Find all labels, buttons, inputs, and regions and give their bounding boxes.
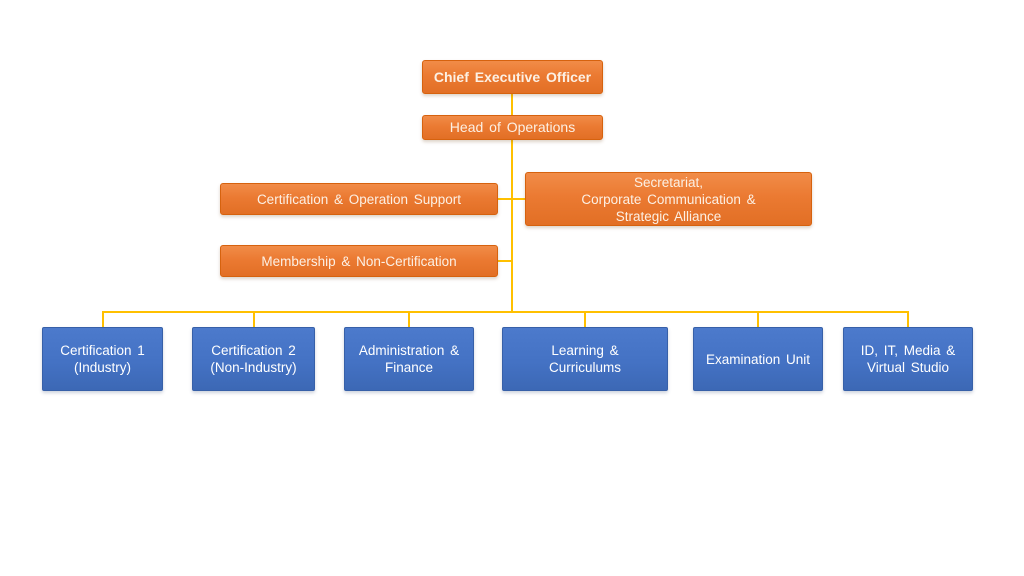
node-chief-executive-officer: Chief Executive Officer xyxy=(422,60,603,94)
node-membership-non-certification: Membership & Non-Certification xyxy=(220,245,498,277)
node-examination-unit: Examination Unit xyxy=(693,327,823,391)
connector-drop-certification2 xyxy=(253,311,255,327)
node-head-of-operations: Head of Operations xyxy=(422,115,603,140)
connector-drop-examination xyxy=(757,311,759,327)
node-id-it-media-virtual-studio: ID, IT, Media & Virtual Studio xyxy=(843,327,973,391)
connector-rail xyxy=(102,311,909,313)
connector-drop-admin-finance xyxy=(408,311,410,327)
connector-ceo-to-head xyxy=(511,94,513,115)
node-certification-1-industry: Certification 1 (Industry) xyxy=(42,327,163,391)
node-certification-2-non-industry: Certification 2 (Non-Industry) xyxy=(192,327,315,391)
connector-drop-id-it-media xyxy=(907,311,909,327)
node-certification-operation-support: Certification & Operation Support xyxy=(220,183,498,215)
connector-drop-learning xyxy=(584,311,586,327)
connector-drop-certification1 xyxy=(102,311,104,327)
connector-head-to-rail xyxy=(511,140,513,312)
node-learning-curriculums: Learning & Curriculums xyxy=(502,327,668,391)
connector-cert-op-support xyxy=(498,198,512,200)
node-administration-finance: Administration & Finance xyxy=(344,327,474,391)
node-secretariat-corporate-communication: Secretariat, Corporate Communication & S… xyxy=(525,172,812,226)
connector-membership xyxy=(498,260,512,262)
connector-secretariat xyxy=(512,198,526,200)
